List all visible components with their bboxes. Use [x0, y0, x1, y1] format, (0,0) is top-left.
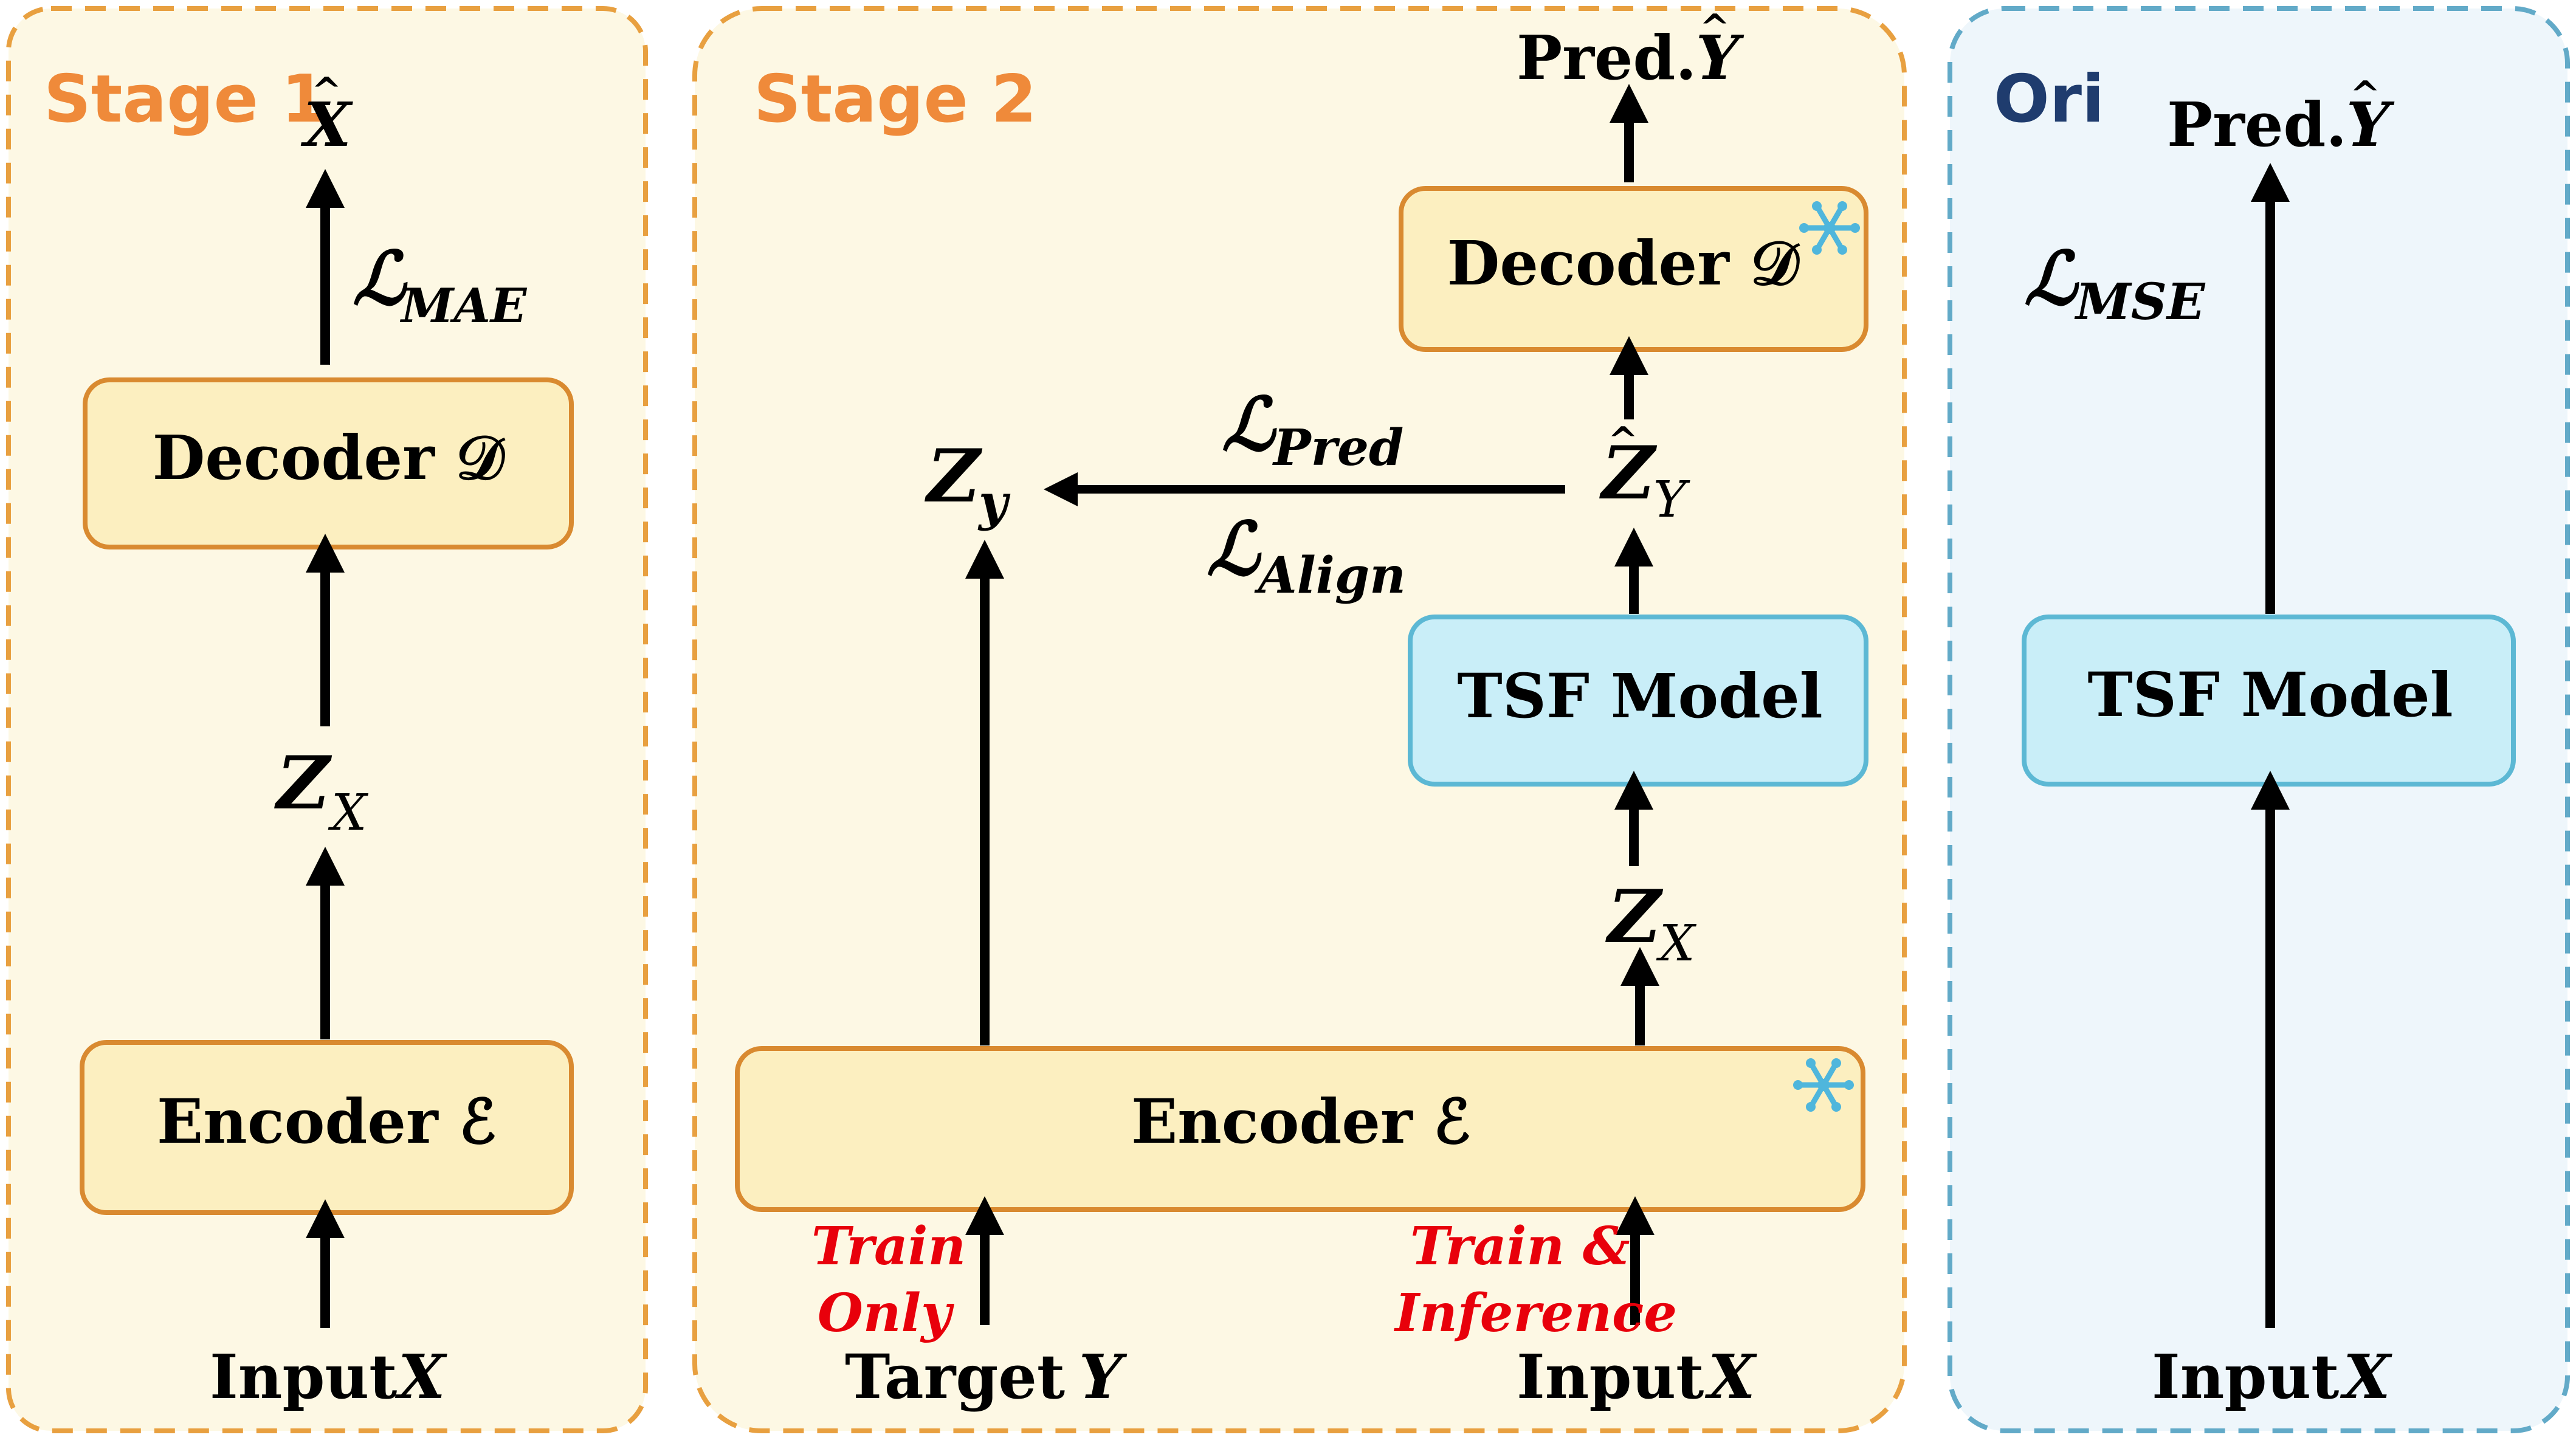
svg-text:Only: Only: [818, 1283, 954, 1344]
stage2-input-latent: Z X: [1605, 874, 1697, 973]
stage2-input: Input X: [1517, 1341, 1757, 1413]
stage1-panel: Stage 1 X ^ ℒ MAE Decoder 𝒟 Z X Encoder …: [6, 6, 648, 1433]
stage2-loss-pred: ℒ Pred: [1222, 382, 1403, 477]
svg-text:X: X: [1704, 1341, 1757, 1413]
svg-text:Y: Y: [1079, 1341, 1128, 1413]
stage2-tsf-label: TSF Model: [1457, 660, 1822, 732]
ori-tsf-label: TSF Model: [2087, 659, 2453, 731]
svg-text:X: X: [328, 784, 369, 842]
stage1-input: Input X: [210, 1341, 447, 1413]
svg-text:ℒ: ℒ: [1222, 382, 1277, 467]
svg-text:Inference: Inference: [1393, 1283, 1677, 1344]
svg-text:Align: Align: [1254, 546, 1406, 605]
svg-text:Input: Input: [210, 1341, 397, 1413]
svg-text:Pred: Pred: [1272, 419, 1403, 477]
svg-text:Pred.: Pred.: [2167, 89, 2347, 160]
svg-text:Input: Input: [2152, 1341, 2339, 1413]
svg-text:y: y: [977, 474, 1011, 532]
svg-text:X: X: [394, 1341, 447, 1413]
svg-text:Train &: Train &: [1410, 1216, 1630, 1277]
svg-text:Z: Z: [274, 740, 332, 826]
stage2-decoder-label: Decoder 𝒟: [1447, 227, 1800, 299]
stage2-encoder-label: Encoder ℰ: [1131, 1086, 1470, 1157]
ori-loss: ℒ MSE: [2024, 236, 2206, 331]
svg-text:Y: Y: [2346, 89, 2395, 160]
ori-output: Pred. Y ^: [2167, 74, 2395, 160]
stage2-target: Target Y: [845, 1341, 1128, 1413]
svg-text:^: ^: [1700, 7, 1730, 49]
stage2-target-latent: Z y: [925, 433, 1011, 532]
stage2-pred-latent: Z ^ Y: [1599, 419, 1690, 529]
stage1-loss: ℒ MAE: [353, 236, 528, 334]
svg-text:MSE: MSE: [2074, 273, 2206, 331]
svg-text:X: X: [2340, 1341, 2392, 1413]
stage1-decoder-label: Decoder 𝒟: [153, 422, 506, 494]
ori-input: Input X: [2152, 1341, 2392, 1413]
ori-panel: Ori Pred. Y ^ ℒ MSE TSF Model Input X: [1947, 6, 2570, 1433]
svg-text:Y: Y: [1696, 22, 1744, 94]
stage1-latent: Z X: [274, 740, 369, 842]
stage1-title: Stage 1: [44, 61, 327, 137]
svg-text:ℒ: ℒ: [353, 236, 408, 322]
stage1-encoder-label: Encoder ℰ: [157, 1086, 496, 1157]
svg-text:MAE: MAE: [399, 278, 528, 334]
ori-title: Ori: [1994, 61, 2104, 137]
stage2-note-train-inference: Train & Inference: [1393, 1216, 1677, 1344]
svg-text:Z: Z: [1605, 874, 1664, 960]
stage2-note-train-only: Train Only: [811, 1216, 966, 1344]
svg-text:^: ^: [2350, 74, 2380, 116]
svg-text:Z: Z: [925, 433, 983, 519]
svg-text:Z: Z: [1599, 430, 1658, 516]
stage2-loss-align: ℒ Align: [1207, 506, 1406, 605]
svg-text:Train: Train: [811, 1216, 966, 1277]
svg-text:ℒ: ℒ: [2024, 236, 2079, 322]
stage2-title: Stage 2: [754, 61, 1037, 137]
stage1-output: X: [300, 89, 353, 160]
svg-text:^: ^: [311, 70, 342, 112]
svg-text:Y: Y: [1653, 471, 1690, 529]
stage2-encoder-box: [735, 1046, 1865, 1212]
svg-text:Input: Input: [1517, 1341, 1704, 1413]
svg-text:Pred.: Pred.: [1517, 22, 1696, 94]
stage2-output: Pred. Y ^: [1517, 7, 1744, 94]
svg-text:^: ^: [1608, 419, 1638, 462]
stage2-panel: Stage 2 Pred. Y ^ Decoder 𝒟 Z ^ Y ℒ Pred…: [692, 6, 1907, 1433]
svg-text:X: X: [1656, 915, 1697, 973]
svg-text:Target: Target: [845, 1341, 1065, 1413]
svg-text:ℒ: ℒ: [1207, 506, 1262, 592]
